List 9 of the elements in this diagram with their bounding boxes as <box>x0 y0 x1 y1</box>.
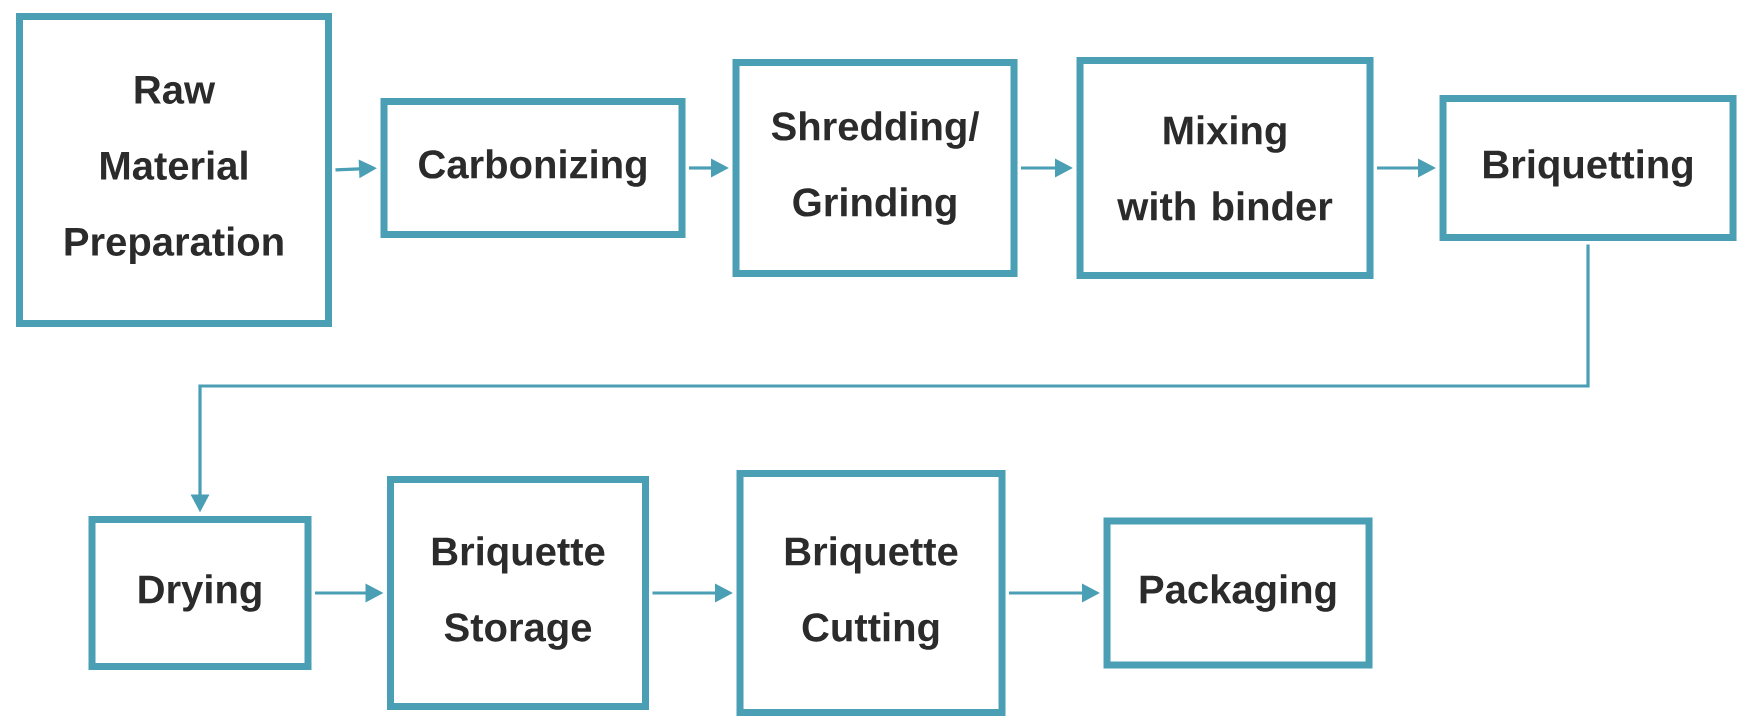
process-box: Packaging <box>1103 517 1373 669</box>
process-box: Shredding/ Grinding <box>732 59 1018 277</box>
process-box: Carbonizing <box>380 98 686 238</box>
process-box: Briquetting <box>1439 95 1737 241</box>
process-box: Briquette Storage <box>387 476 649 710</box>
process-box: Drying <box>88 516 312 670</box>
process-box: Briquette Cutting <box>736 470 1006 716</box>
process-box: Raw Material Preparation <box>16 13 332 327</box>
process-box: Mixing with binder <box>1076 57 1374 279</box>
